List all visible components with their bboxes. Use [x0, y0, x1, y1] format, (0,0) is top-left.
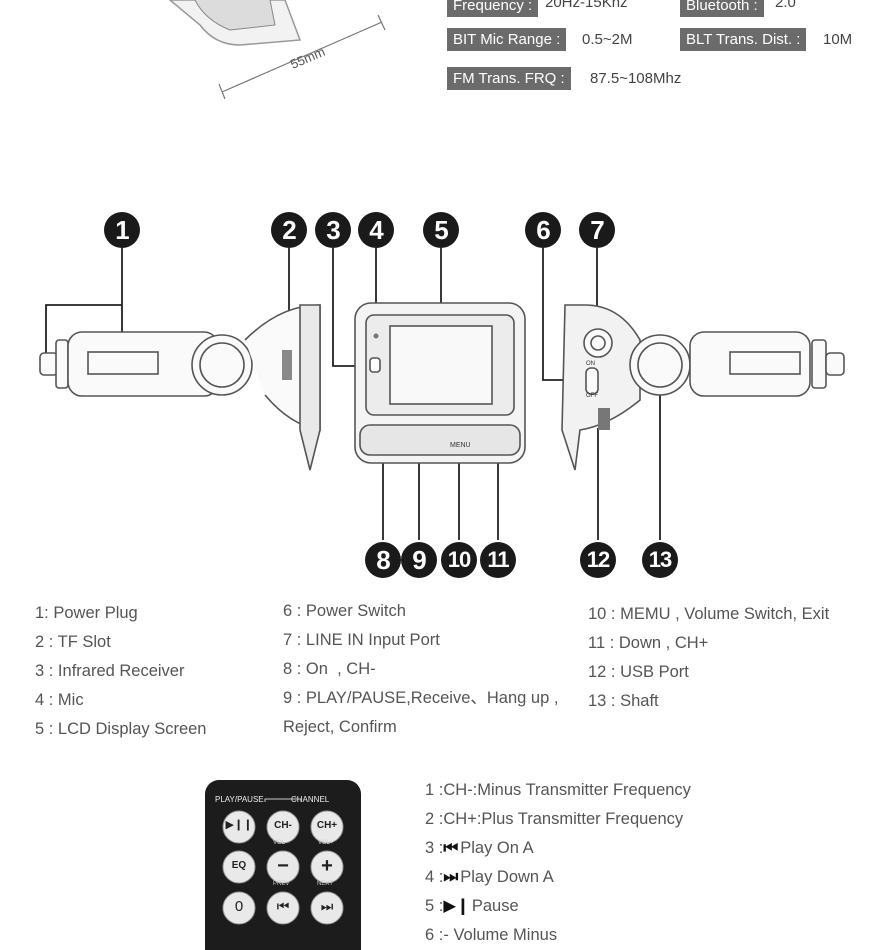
legend-item: 2 : TF Slot [35, 633, 111, 651]
spec-blt-dist-value: 10M [823, 31, 853, 48]
legend-item: 10 : MEMU , Volume Switch, Exit [588, 605, 830, 623]
callout-10: 10 [441, 542, 477, 578]
spec-bluetooth-label: Bluetooth : [680, 0, 764, 17]
remote-vol-plus-label: VOL+ [318, 840, 334, 846]
remote-legend: 1 : CH-:Minus Transmitter Frequency 2 : … [425, 776, 691, 950]
play-pause-icon: ▶❙ [443, 897, 470, 915]
spec-fm-frq-value: 87.5~108Mhz [590, 70, 682, 87]
device-off-label: OFF [586, 393, 598, 399]
remote-ch-plus-button[interactable]: CH+ [316, 820, 338, 831]
spec-mic-range-label: BIT Mic Range : [447, 28, 567, 51]
remote-vol-plus-button[interactable]: + [321, 855, 333, 877]
spec-mic-range-value: 0.5~2M [582, 31, 633, 48]
callout-8: 8 [365, 542, 401, 578]
callout-3: 3 [315, 212, 351, 248]
callout-6: 6 [525, 212, 561, 248]
remote-legend-item: 3 : ⏮ Play On A [425, 834, 691, 863]
device-on-label: ON [586, 361, 595, 367]
remote-eq-button[interactable]: EQ [231, 860, 247, 871]
remote-buttons [222, 798, 344, 925]
remote-next-button[interactable]: ⏭ [320, 898, 334, 914]
remote-header-play-pause: PLAY/PAUSE [215, 795, 264, 804]
spec-bluetooth-value: 2.0 [775, 0, 796, 11]
legend-item: 9 : PLAY/PAUSE,Receive、Hang up , [283, 689, 559, 707]
legend-item: 8 : On , CH- [283, 660, 376, 678]
remote-ch-minus-button[interactable]: CH- [274, 820, 292, 831]
remote-header-channel: CHANNEL [291, 795, 330, 804]
legend-item: 6 : Power Switch [283, 602, 406, 620]
callout-2: 2 [271, 212, 307, 248]
top-device-illustration [168, 0, 386, 100]
remote-zero-button[interactable]: 0 [234, 898, 244, 915]
spec-frequency-label: Frequency : [447, 0, 539, 17]
next-icon: ⏭ [443, 868, 459, 886]
remote-legend-item: 2 : CH+:Plus Transmitter Frequency [425, 810, 684, 828]
legend-col-2: 6 : Power Switch 7 : LINE IN Input Port … [283, 597, 558, 742]
legend-item: Reject, Confirm [283, 718, 397, 736]
legend-item: 3 : Infrared Receiver [35, 662, 185, 680]
callout-13: 13 [642, 542, 678, 578]
remote-legend-item: 6 : - Volume Minus [425, 926, 558, 944]
callout-12: 12 [580, 542, 616, 578]
spec-frequency-value: 20Hz-15Khz [545, 0, 628, 11]
prev-icon: ⏮ [443, 839, 459, 857]
callout-4: 4 [358, 212, 394, 248]
legend-col-1: 1: Power Plug 2 : TF Slot 3 : Infrared R… [35, 599, 207, 744]
callout-5: 5 [423, 212, 459, 248]
remote-legend-item: 4 : ⏭ Play Down A [425, 863, 691, 892]
legend-item: 4 : Mic [35, 691, 84, 709]
callout-9: 9 [401, 542, 437, 578]
callout-1: 1 [104, 212, 140, 248]
remote-prev-button[interactable]: ⏮ [276, 898, 290, 914]
remote-play-pause-button[interactable]: ▶❙❙ [225, 819, 253, 831]
remote-vol-minus-button[interactable]: − [277, 855, 289, 877]
remote-legend-item: 1 : CH-:Minus Transmitter Frequency [425, 781, 691, 799]
callout-11: 11 [480, 542, 516, 578]
legend-col-3: 10 : MEMU , Volume Switch, Exit 11 : Dow… [588, 600, 829, 716]
remote-prev-label: PREV [273, 881, 290, 887]
callout-7: 7 [579, 212, 615, 248]
remote-vol-minus-label: VOL- [273, 840, 288, 846]
remote-next-label: NEXT [317, 881, 334, 887]
legend-item: 7 : LINE IN Input Port [283, 631, 440, 649]
legend-item: 12 : USB Port [588, 663, 689, 681]
device-menu-label: MENU [450, 442, 471, 449]
spec-fm-frq-label: FM Trans. FRQ : [447, 67, 571, 90]
legend-item: 5 : LCD Display Screen [35, 720, 207, 738]
remote-legend-item: 5 : ▶❙ Pause [425, 892, 691, 921]
legend-item: 1: Power Plug [35, 604, 138, 622]
device-diagram [39, 248, 845, 540]
spec-blt-dist-label: BLT Trans. Dist. : [680, 28, 807, 51]
legend-item: 11 : Down , CH+ [588, 634, 709, 652]
legend-item: 13 : Shaft [588, 692, 659, 710]
